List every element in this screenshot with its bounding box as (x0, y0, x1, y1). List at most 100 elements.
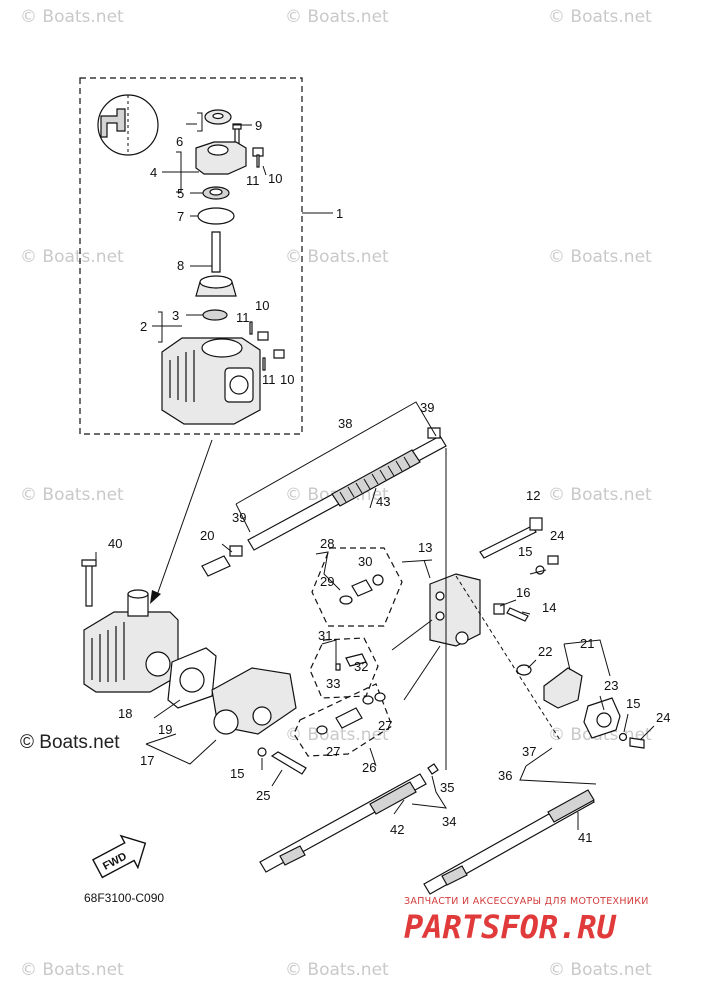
bolt-24-right (629, 737, 645, 749)
valve-29 (351, 579, 373, 597)
valve-body-13 (429, 573, 481, 647)
callout-15-low: 15 (230, 766, 244, 781)
valve-32 (345, 653, 367, 667)
callout-39-top: 39 (420, 400, 434, 415)
callout-24-right: 24 (656, 710, 670, 725)
fitting-20 (201, 555, 231, 577)
watermark-text: © Boats.net (20, 960, 124, 980)
callout-31: 31 (318, 628, 332, 643)
callout-10-mid: 10 (255, 298, 269, 313)
group-26-frame (293, 683, 393, 757)
callout-34: 34 (442, 814, 456, 829)
cable-42-spring (369, 781, 417, 815)
callout-9: 9 (255, 118, 262, 133)
callout-4: 4 (150, 165, 157, 180)
callout-1: 1 (336, 206, 343, 221)
callout-3: 3 (172, 308, 179, 323)
bolt-12 (479, 525, 537, 559)
sensor-21 (543, 667, 583, 709)
screw-14 (506, 607, 529, 622)
drive-shaft-8 (211, 231, 221, 273)
diagram-code: 68F3100-C090 (84, 891, 164, 905)
callout-38: 38 (338, 416, 352, 431)
callout-18: 18 (118, 706, 132, 721)
callout-30: 30 (358, 554, 372, 569)
callout-24-top: 24 (550, 528, 564, 543)
callout-27-right: 27 (378, 718, 392, 733)
watermark-text: © Boats.net (285, 960, 389, 980)
callout-43: 43 (376, 494, 390, 509)
brand-subtitle: ЗАПЧАСТИ И АКСЕССУАРЫ ДЛЯ МОТОТЕХНИКИ (404, 896, 649, 907)
callout-32: 32 (354, 659, 368, 674)
watermark-text: © Boats.net (20, 485, 124, 505)
bolt-24-top (547, 555, 559, 565)
clip-39-left (229, 545, 243, 557)
bolt-12-head (529, 517, 543, 531)
clamp-16 (493, 603, 505, 615)
callout-21: 21 (580, 636, 594, 651)
callout-28: 28 (320, 536, 334, 551)
bolt-40 (81, 559, 97, 607)
callout-22: 22 (538, 644, 552, 659)
callout-labels: 1 2 3 4 5 6 7 8 9 10 10 10 11 11 11 12 1… (108, 118, 670, 845)
callout-41: 41 (578, 830, 592, 845)
callout-12: 12 (526, 488, 540, 503)
callout-37: 37 (522, 744, 536, 759)
hose-36 (558, 742, 606, 796)
callout-27-left: 27 (326, 744, 340, 759)
washer-15-right (618, 732, 628, 742)
main-assembly (81, 427, 645, 895)
watermark-text: © Boats.net (285, 725, 389, 745)
callout-36: 36 (498, 768, 512, 783)
watermark-text: © Boats.net (285, 247, 389, 267)
callout-40: 40 (108, 536, 122, 551)
o-ring-22 (516, 664, 532, 676)
callout-10-top: 10 (268, 171, 282, 186)
washer-15-low (257, 747, 267, 757)
callout-26: 26 (362, 760, 376, 775)
inset-frame (79, 77, 303, 435)
watermark-text: © Boats.net (20, 247, 124, 267)
callout-11-low: 11 (262, 372, 276, 387)
brand-logo-text: PARTSFOR.RU (404, 908, 617, 946)
callout-19: 19 (158, 722, 172, 737)
valve-26 (335, 707, 363, 729)
engine-block-18 (83, 611, 179, 693)
bolt-9 (232, 123, 242, 146)
callout-7: 7 (177, 209, 184, 224)
callout-13: 13 (418, 540, 432, 555)
watermark-text: © Boats.net (548, 7, 652, 27)
callout-15-right: 15 (626, 696, 640, 711)
detail-inset (79, 77, 333, 435)
watermark-text: © Boats.net (548, 960, 652, 980)
callout-29: 29 (320, 574, 334, 589)
clip-35 (427, 763, 439, 775)
washer-15-top (535, 565, 545, 575)
arrow-head-icon (150, 590, 161, 604)
callout-2: 2 (140, 319, 147, 334)
boats-corner-watermark: © Boats.net (20, 732, 120, 753)
fwd-arrow: FWD (91, 834, 147, 879)
callout-16: 16 (516, 585, 530, 600)
leader-lines (95, 401, 655, 830)
group-28-frame (311, 547, 403, 627)
callout-11-mid: 11 (236, 310, 250, 325)
nut-10-top (252, 147, 264, 157)
bearing-3 (202, 309, 228, 321)
seal-section-icon (100, 108, 126, 138)
callout-33: 33 (326, 676, 340, 691)
callout-42: 42 (390, 822, 404, 837)
callout-17: 17 (140, 753, 154, 768)
callout-23: 23 (604, 678, 618, 693)
nut-10-low (273, 349, 285, 359)
watermark-text: © Boats.net (285, 7, 389, 27)
callout-6: 6 (176, 134, 183, 149)
callout-5: 5 (177, 186, 184, 201)
fwd-arrow-icon (91, 834, 147, 879)
callout-39-left: 39 (232, 510, 246, 525)
cable-41-spring (547, 789, 595, 823)
bolt-25 (270, 751, 307, 775)
callout-35: 35 (440, 780, 454, 795)
callout-14: 14 (542, 600, 556, 615)
